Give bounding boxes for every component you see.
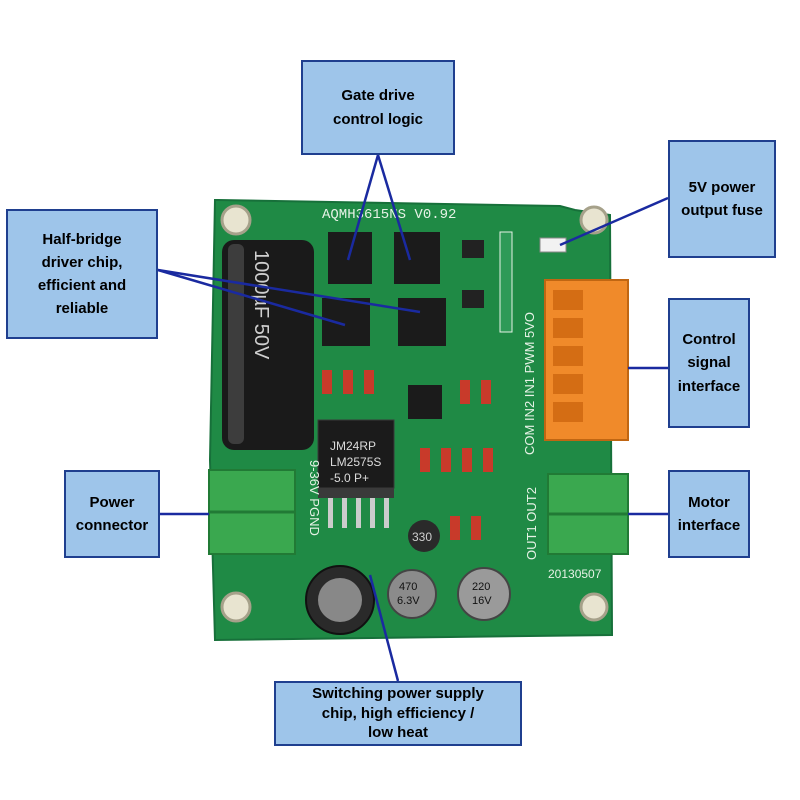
callout-half-bridge: Half-bridge driver chip, efficient and r… [6, 209, 158, 339]
callout-power-connector: Power connector [64, 470, 160, 558]
board-date: 20130507 [548, 567, 602, 581]
callout-power-connector-text: Power connector [75, 493, 149, 534]
callout-control-signal-text: Control signal interface [677, 331, 741, 395]
fuse-f1 [539, 237, 567, 253]
gate-drive-chip-u2 [394, 232, 440, 284]
board-model-label: AQMH3615NS V0.92 [322, 207, 456, 223]
inductor-marking: 330 [412, 530, 432, 544]
resistor-array [499, 231, 513, 333]
inductor-l1 [408, 520, 440, 552]
bulk-capacitor-marking: 1000µF 50V [250, 250, 272, 360]
switching-regulator-chip [317, 419, 395, 489]
callout-motor-interface-text: Motor interface [677, 493, 741, 534]
mounting-hole [220, 204, 252, 236]
gate-drive-chip-u1 [328, 232, 372, 284]
signal-pin-labels: COM IN2 IN1 PWM 5VO [522, 312, 537, 455]
callout-gate-drive: Gate drive control logic [301, 60, 455, 155]
transistor [462, 240, 484, 258]
chip-u5 [408, 385, 442, 419]
half-bridge-chip-u6 [398, 298, 446, 346]
power-input-label: 9-36V PGND [307, 460, 322, 536]
capacitor-470 [387, 569, 437, 619]
mounting-hole [579, 592, 609, 622]
leader-lines [157, 154, 669, 682]
capacitor-220 [457, 567, 511, 621]
callout-fuse: 5V power output fuse [668, 140, 776, 258]
motor-output-label: OUT1 OUT2 [524, 487, 539, 560]
callout-switching-supply: Switching power supply chip, high effici… [274, 681, 522, 746]
transistor [462, 290, 484, 308]
callout-fuse-text: 5V power output fuse [681, 178, 763, 219]
half-bridge-chip-u3 [322, 298, 370, 346]
mounting-hole [220, 591, 252, 623]
callout-half-bridge-text: Half-bridge driver chip, efficient and r… [37, 230, 127, 318]
callout-gate-drive-text: Gate drive control logic [333, 87, 423, 128]
callout-control-signal: Control signal interface [668, 298, 750, 428]
callout-switching-supply-text: Switching power supply chip, high effici… [312, 685, 484, 742]
callout-motor-interface: Motor interface [668, 470, 750, 558]
